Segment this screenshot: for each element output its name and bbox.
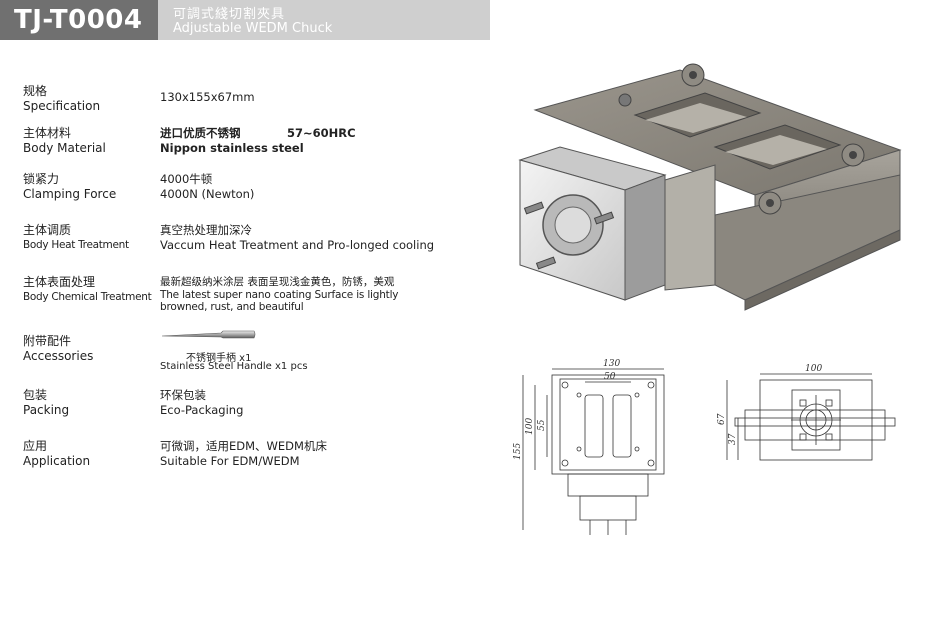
spec-label-cn: 主体表面处理: [23, 275, 96, 289]
dim-height-100: 100: [525, 418, 535, 435]
accessory-value-en: Stainless Steel Handle x1 pcs: [160, 361, 308, 372]
spec-label-en: Body Material: [23, 141, 106, 155]
spec-value-cn: 4000牛顿: [160, 172, 213, 186]
spec-value-en: The latest super nano coating Surface is…: [160, 289, 399, 313]
spec-label-en: Specification: [23, 99, 101, 113]
product-code: TJ-T0004: [14, 5, 143, 35]
handle-image: [161, 330, 256, 339]
spec-label-cn: 主体材料: [23, 126, 72, 140]
spec-value-cn: 可微调，适用EDM、WEDM机床: [160, 439, 327, 453]
technical-drawing: 130 50 155 100 55 100 67 37: [513, 359, 896, 535]
spec-value-en: Eco-Packaging: [160, 403, 244, 417]
spec-value: 130x155x67mm: [160, 90, 255, 104]
spec-label-en: Body Chemical Treatment: [23, 291, 152, 303]
spec-label-en: Clamping Force: [23, 187, 117, 201]
spec-label-cn: 主体调质: [23, 223, 72, 237]
spec-value-hardness: 57~60HRC: [287, 126, 356, 140]
spec-value-cn: 进口优质不锈钢: [160, 126, 241, 140]
product-title-cn: 可調式綫切割夾具: [173, 7, 286, 22]
spec-value-en: Vaccum Heat Treatment and Pro-longed coo…: [160, 238, 435, 252]
dim-slot-50: 50: [604, 372, 616, 382]
spec-label-en: Body Heat Treatment: [23, 239, 129, 251]
spec-label-cn: 锁紧力: [23, 172, 60, 186]
accessory-value-cn: 不锈钢手柄 x1: [186, 353, 252, 364]
product-title-en: Adjustable WEDM Chuck: [173, 21, 333, 36]
dim-side-height-37: 37: [728, 433, 738, 445]
spec-value-cn: 环保包装: [160, 388, 206, 402]
dim-height-155: 155: [513, 443, 523, 460]
spec-label-cn: 附带配件: [23, 334, 72, 348]
dim-width-130: 130: [603, 359, 620, 369]
dim-side-height-67: 67: [717, 413, 727, 425]
product-render: [518, 63, 902, 311]
spec-value-cn: 真空热处理加深冷: [160, 223, 252, 237]
spec-label-en: Accessories: [23, 349, 94, 363]
product-code-box: TJ-T0004: [0, 0, 158, 40]
spec-label-en: Packing: [23, 403, 70, 417]
spec-label-en: Application: [23, 454, 91, 468]
spec-label-cn: 包装: [23, 388, 48, 402]
spec-value-en: Suitable For EDM/WEDM: [160, 454, 300, 468]
spec-value-en: Nippon stainless steel: [160, 141, 304, 155]
spec-value-cn: 最新超级纳米涂层 表面呈现浅金黄色，防锈，美观: [160, 276, 395, 288]
spec-label-cn: 规格: [23, 84, 48, 98]
spec-label-cn: 应用: [23, 439, 48, 453]
dim-height-55: 55: [537, 419, 547, 431]
dim-side-width-100: 100: [805, 364, 822, 374]
spec-value-en: 4000N (Newton): [160, 187, 255, 201]
